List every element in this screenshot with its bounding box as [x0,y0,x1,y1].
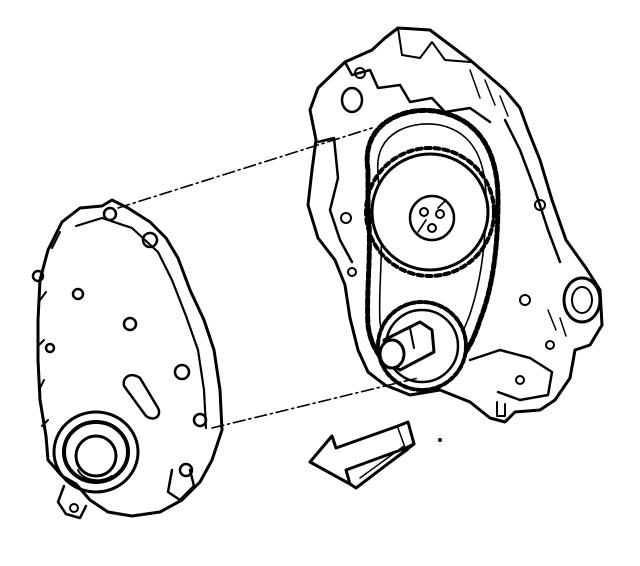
cover-hole-3 [44,342,56,354]
cover-sensor-hole [69,503,79,513]
cover-bolt-upper-right [141,231,159,249]
cover-bracket [166,468,196,502]
stray-mark [438,438,442,442]
alignment-lines [117,127,419,429]
crank-keyway [409,327,415,349]
block-left-web [316,136,354,264]
cover-oval-boss [122,374,161,420]
alignment-line-upper [117,127,373,209]
cam-sprocket-teeth [364,146,496,278]
cover-hole-1 [71,287,85,301]
cam-sprocket-rim [370,152,490,272]
cover-lower-tab [56,484,88,520]
block-bolt-right [534,199,546,211]
crank-seal-lip [77,469,113,482]
crank-seal-outer [52,410,140,494]
block-bolt-left-lower [347,267,357,277]
crankshaft-sprocket [376,300,468,392]
front-cover [31,198,224,520]
block-top-casting [343,60,492,124]
block-bolt-bottom-right [545,340,555,350]
timing-chain-outer [364,107,501,381]
block-bolt-right-lower [519,294,531,306]
cover-bolt-top [102,206,118,222]
block-lower-pan-rail [468,348,554,402]
direction-arrow-hatch [359,445,409,481]
arrow-left-icon [308,420,416,490]
cam-bolt-2 [435,209,445,219]
block-right-bore-inner [571,286,593,314]
cam-sprocket-hub [408,194,456,242]
cover-hole-2 [122,316,138,332]
block-bolt-left [340,212,352,224]
timing-chain [364,107,501,381]
cover-bolt-bottom [178,462,194,478]
alignment-line-lower [211,377,419,429]
cover-bolt-right [173,363,191,381]
cover-bolt-left [31,269,45,283]
cam-bolt-1 [419,207,429,217]
timing-chain-inner [377,123,487,365]
block-hatching [469,69,567,337]
block-right-bore [562,276,602,324]
cover-bolt-lower-right [192,412,208,428]
block-dowel [496,401,506,417]
crank-snout-face [378,338,406,370]
block-boss-upper-left [340,86,364,114]
cam-hub-detail [417,199,447,233]
crank-seal-inner [74,434,118,478]
front-cover-edge [37,231,61,427]
crank-seal-ring [62,420,130,484]
camshaft-sprocket [364,146,496,278]
front-cover-outline [36,198,224,518]
block-hole-top [354,67,366,79]
cam-bolt-3 [427,223,437,233]
front-cover-flange [74,216,208,430]
block-bolt-bottom [515,375,525,385]
block-right-web [503,118,562,264]
block-top-rib [397,27,471,63]
